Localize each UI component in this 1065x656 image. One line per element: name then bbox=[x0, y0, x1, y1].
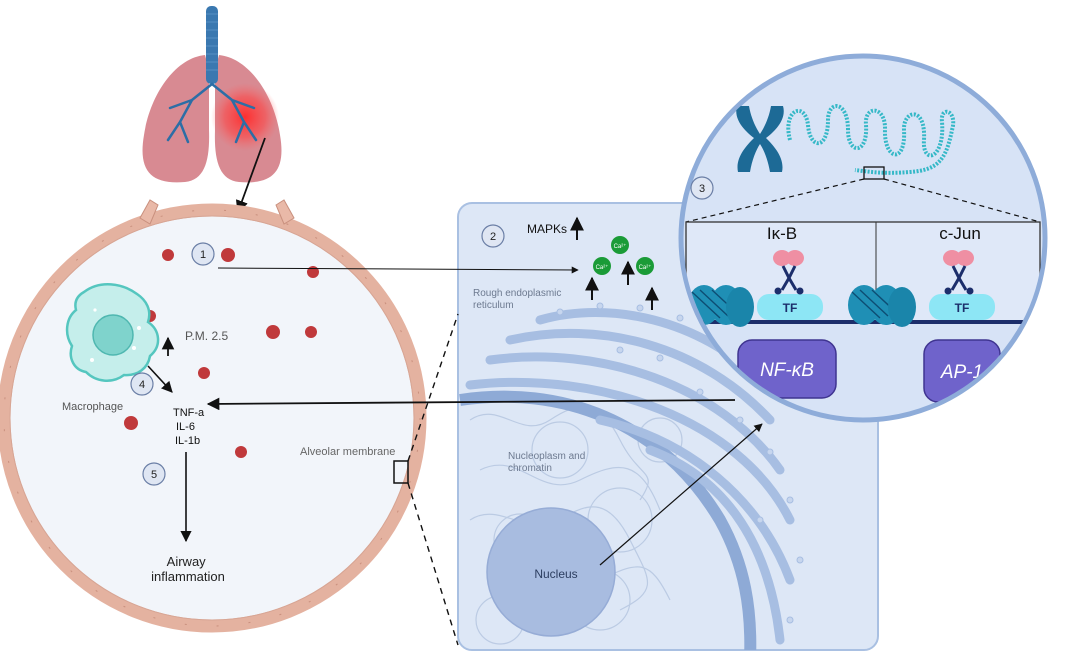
dna-zoom-box bbox=[863, 166, 885, 180]
svg-text:2: 2 bbox=[490, 231, 496, 243]
particle bbox=[266, 325, 280, 339]
particle bbox=[198, 367, 210, 379]
trachea bbox=[206, 6, 218, 84]
zoom-line-bottom bbox=[407, 482, 459, 646]
tf-box-left bbox=[757, 294, 823, 320]
step-5: 5 bbox=[142, 462, 166, 486]
cytokine-il6: IL-6 bbox=[176, 421, 195, 433]
macrophage-cell bbox=[65, 283, 160, 382]
svg-text:3: 3 bbox=[699, 183, 705, 195]
calcium-ion: Ca²⁺ bbox=[611, 236, 629, 254]
airway-inflammation-label: Airway inflammation bbox=[151, 554, 225, 584]
pm25-particles bbox=[124, 248, 319, 458]
nucleus-label: Nucleus bbox=[534, 567, 577, 581]
cjun-panel: TF c-Jun bbox=[848, 224, 1040, 327]
calcium-ion: Ca²⁺ bbox=[593, 257, 611, 275]
step-2: 2 bbox=[481, 224, 505, 248]
step-4: 4 bbox=[130, 372, 154, 396]
membrane-zoom-box bbox=[393, 460, 409, 484]
particle bbox=[124, 416, 138, 430]
rer-label: Rough endoplasmic reticulum bbox=[473, 288, 564, 311]
mapks-label: MAPKs bbox=[527, 222, 567, 236]
svg-text:Ca²⁺: Ca²⁺ bbox=[596, 264, 609, 271]
step-3: 3 bbox=[690, 176, 714, 200]
cytokine-tnf: TNF-a bbox=[173, 407, 205, 419]
svg-text:4: 4 bbox=[139, 379, 145, 391]
tf-box-right bbox=[929, 294, 995, 320]
dna-strand bbox=[786, 104, 956, 175]
nucleus bbox=[486, 507, 616, 637]
calcium-ion: Ca²⁺ bbox=[636, 257, 654, 275]
particle bbox=[307, 266, 319, 278]
lungs-illustration bbox=[142, 6, 282, 183]
zoom-line-top bbox=[407, 313, 459, 462]
ikb-label: Iκ-B bbox=[767, 224, 797, 243]
macrophage-to-cytokines-arrow bbox=[147, 365, 173, 393]
cell-to-cytokines-arrow bbox=[206, 397, 736, 411]
chromosome-icon bbox=[736, 106, 784, 172]
svg-text:NF-κB: NF-κB bbox=[760, 360, 814, 381]
zoom-circle: TF Iκ-B TF bbox=[678, 53, 1048, 423]
calcium-ions: Ca²⁺ Ca²⁺ Ca²⁺ bbox=[593, 236, 654, 275]
svg-text:Ca²⁺: Ca²⁺ bbox=[639, 264, 652, 271]
macrophage-label: Macrophage bbox=[62, 401, 123, 413]
svg-text:AP-1: AP-1 bbox=[940, 362, 983, 383]
nucleoplasm-label: Nucleoplasm and chromatin bbox=[508, 451, 588, 474]
nucleus-to-zoom-arrow bbox=[599, 423, 763, 566]
alveolus bbox=[0, 199, 427, 633]
lung-to-alveolus-arrow bbox=[235, 137, 266, 214]
particle-to-cell-arrow bbox=[217, 266, 579, 274]
particle bbox=[235, 446, 247, 458]
svg-text:TF: TF bbox=[783, 301, 798, 315]
particle bbox=[221, 248, 235, 262]
svg-text:TF: TF bbox=[955, 301, 970, 315]
step-1: 1 bbox=[191, 242, 215, 266]
svg-text:1: 1 bbox=[200, 249, 206, 261]
svg-text:5: 5 bbox=[151, 469, 157, 481]
particle bbox=[305, 326, 317, 338]
particle bbox=[162, 249, 174, 261]
pm25-label: P.M. 2.5 bbox=[185, 329, 228, 343]
cjun-label: c-Jun bbox=[939, 224, 981, 243]
cytokine-il1b: IL-1b bbox=[175, 435, 200, 447]
alveolar-membrane-label: Alveolar membrane bbox=[300, 446, 395, 458]
svg-text:Ca²⁺: Ca²⁺ bbox=[614, 243, 627, 250]
